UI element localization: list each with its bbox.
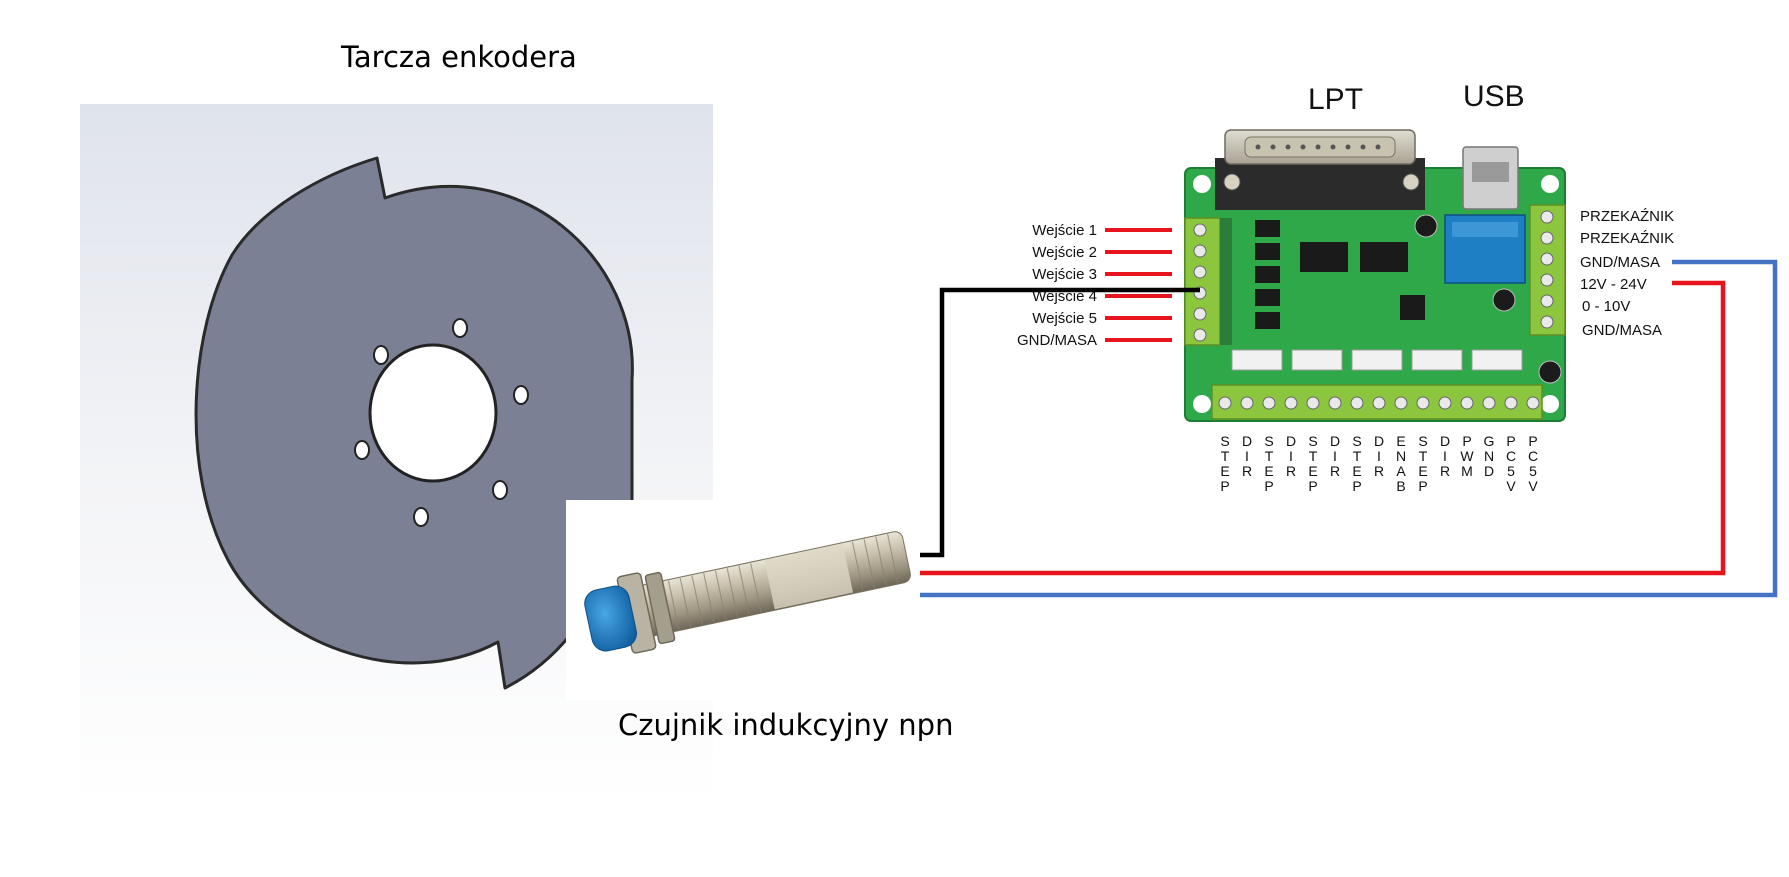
input-label: Wejście 1 [1032, 222, 1097, 239]
signal-wire [920, 287, 1200, 558]
sensor-title: Czujnik indukcyjny npn [618, 708, 954, 742]
terminal-label: PRZEKAŹNIK [1580, 230, 1675, 247]
bottom-terminal-label: D I R [1439, 433, 1451, 479]
encoder-disk [194, 156, 634, 690]
bottom-terminal-label: P C 5 V [1527, 433, 1539, 494]
bottom-terminal-label: P W M [1460, 433, 1474, 479]
bottom-terminal-label: G N D [1483, 433, 1495, 479]
input-label: Wejście 2 [1032, 244, 1097, 261]
inductive-sensor [584, 531, 911, 654]
port-label-usb: USB [1463, 80, 1525, 113]
bottom-terminal-label: S T E P [1220, 433, 1230, 494]
bottom-terminal-label: S T E P [1418, 433, 1428, 494]
terminal-label: PRZEKAŹNIK [1580, 208, 1675, 225]
input-label: Wejście 4 [1032, 288, 1097, 305]
input-wire-stubs [1105, 228, 1172, 342]
bottom-terminal-label: D I R [1373, 433, 1385, 479]
input-label: Wejście 3 [1032, 266, 1097, 283]
bottom-terminal-label: S T E P [1308, 433, 1318, 494]
ground-wire [920, 259, 1778, 598]
terminal-label: GND/MASA [1582, 322, 1663, 339]
input-label: GND/MASA [1016, 332, 1097, 349]
bottom-terminal-label: E N A B [1395, 433, 1407, 494]
bottom-terminal-label: P C 5 V [1505, 433, 1517, 494]
input-label: Wejście 5 [1032, 310, 1097, 327]
bottom-terminal-label: S T E P [1264, 433, 1274, 494]
bottom-terminal-label: D I R [1285, 433, 1297, 479]
terminal-label: 12V - 24V [1580, 276, 1647, 293]
breakout-board [1184, 129, 1566, 422]
disk-title: Tarcza enkodera [341, 40, 577, 74]
port-label-lpt: LPT [1308, 83, 1364, 116]
bottom-terminal-label: D I R [1329, 433, 1341, 479]
terminal-label: 0 - 10V [1582, 298, 1631, 315]
power-wire [920, 280, 1726, 576]
terminal-label: GND/MASA [1580, 254, 1661, 271]
bottom-terminal-label: D I R [1241, 433, 1253, 479]
bottom-terminal-label: S T E P [1352, 433, 1362, 494]
